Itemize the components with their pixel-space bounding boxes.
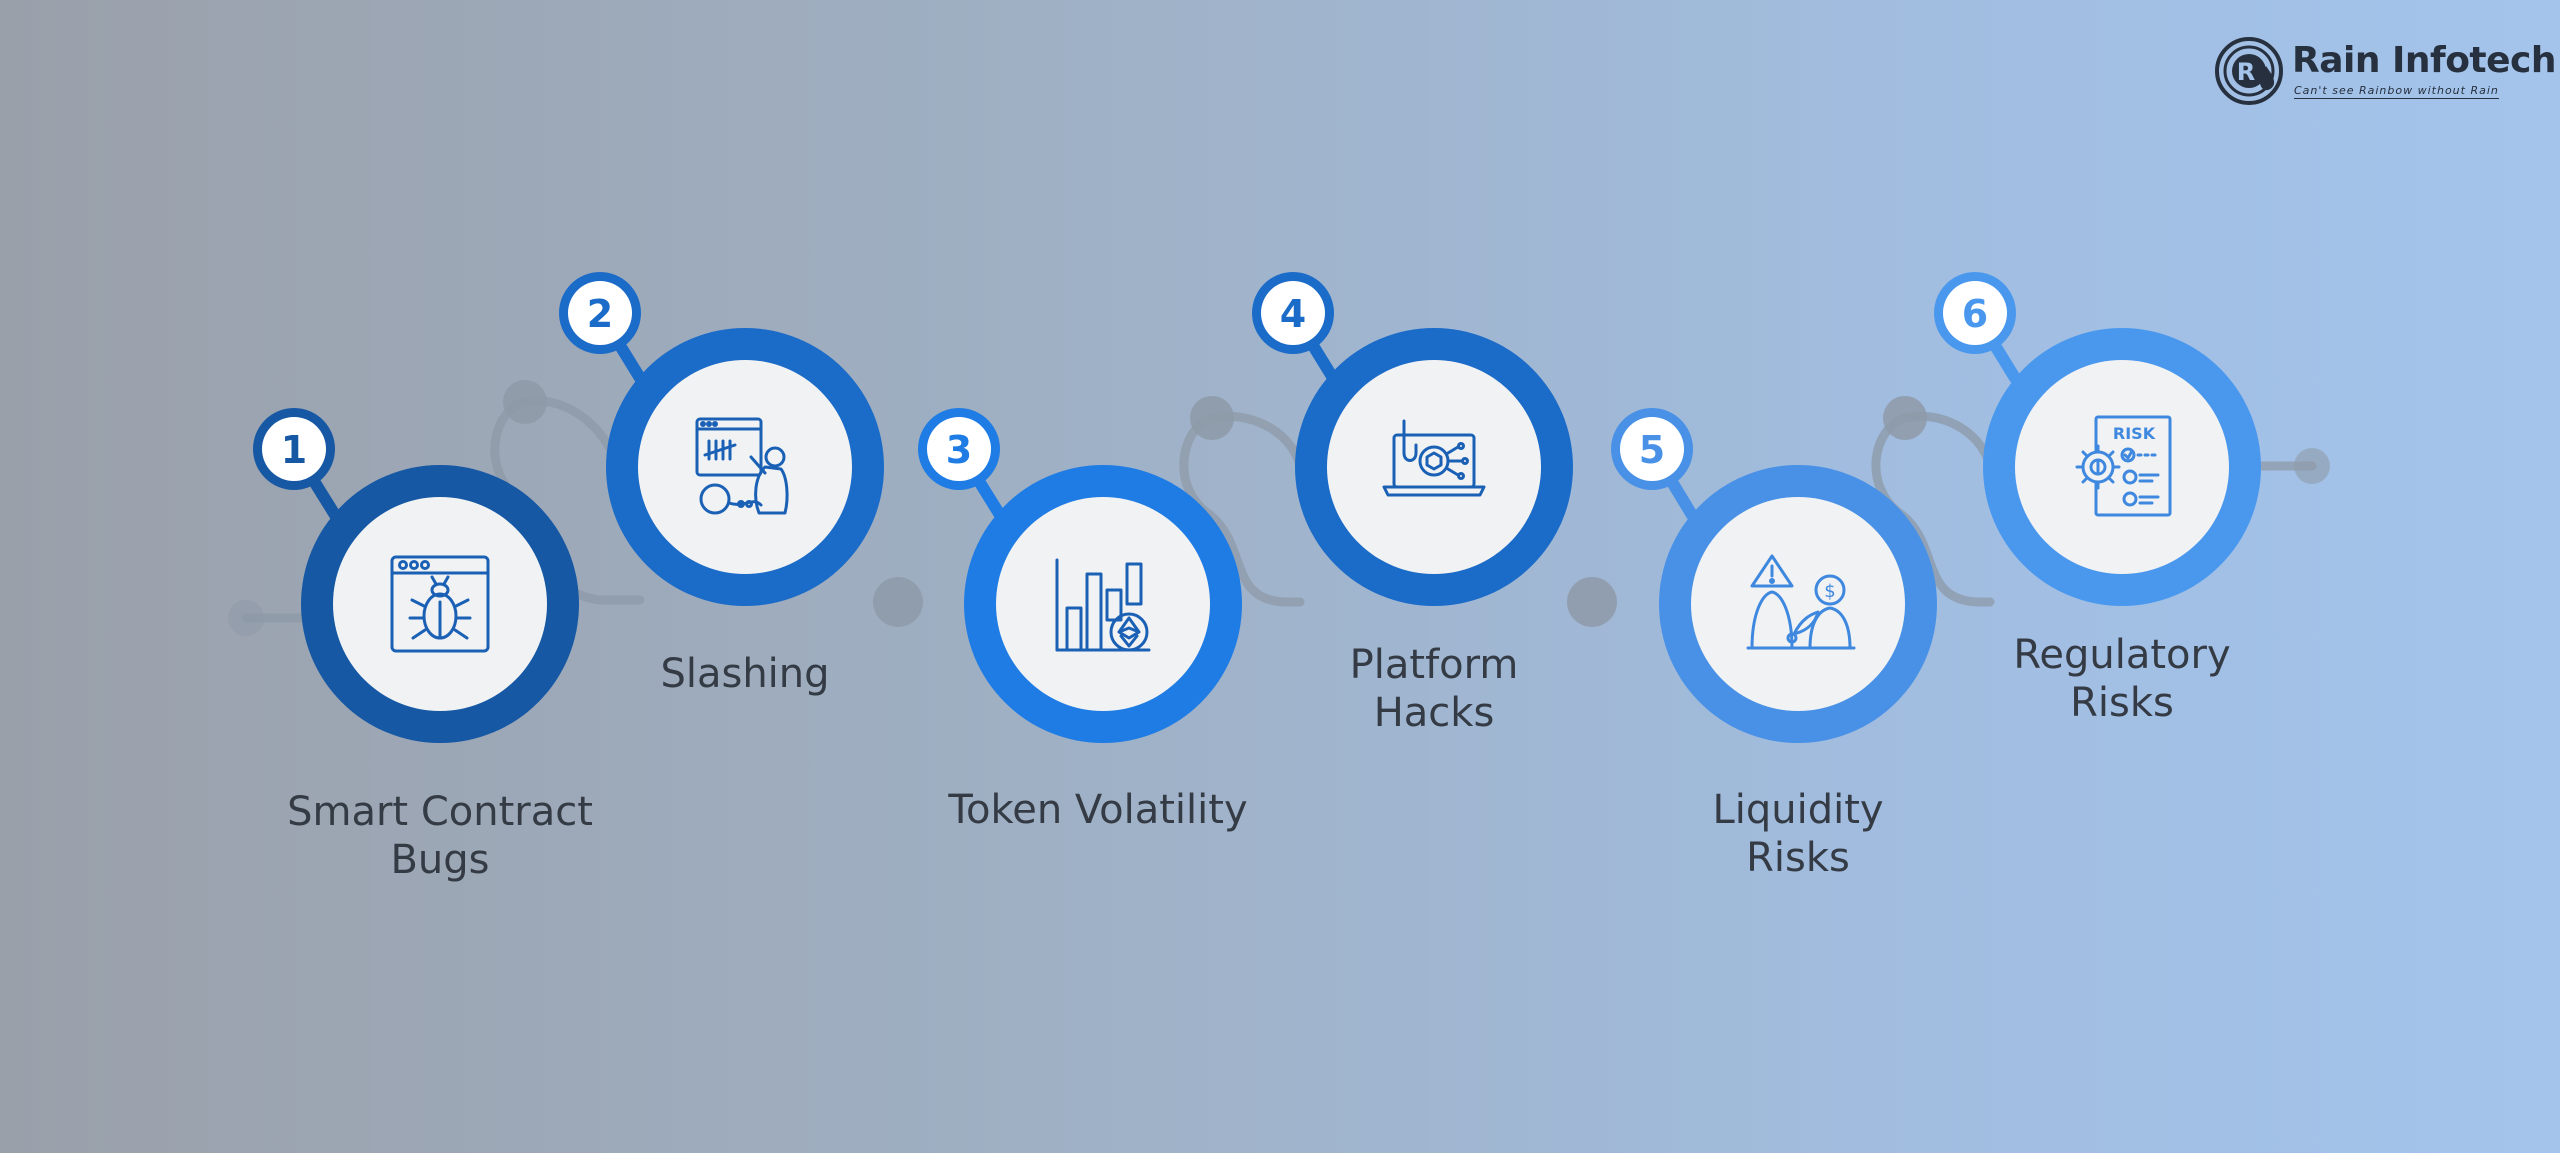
step-2-label: Slashing bbox=[660, 651, 830, 697]
step-number: 4 bbox=[1280, 292, 1306, 336]
step-1: 1 bbox=[253, 408, 579, 743]
bug-browser-icon bbox=[390, 555, 490, 653]
brand-name: Rain Infotech bbox=[2292, 40, 2557, 81]
step-3-label: Token Volatility bbox=[948, 787, 1248, 833]
step-6: 6 RISK bbox=[1934, 272, 2261, 606]
svg-text:RISK: RISK bbox=[2113, 424, 2156, 443]
connector-dots bbox=[228, 380, 2330, 636]
brand-logo: R Rain Infotech Can't see Rainbow withou… bbox=[2214, 34, 2557, 110]
ethereum-bar-chart-icon bbox=[1055, 558, 1151, 652]
step-4: 4 bbox=[1252, 272, 1573, 606]
step-number: 5 bbox=[1639, 428, 1665, 472]
hacked-laptop-icon bbox=[1382, 419, 1486, 497]
step-5-label: Liquidity Risks bbox=[1712, 787, 1884, 881]
risk-report-icon: RISK bbox=[2075, 415, 2172, 517]
step-3: 3 bbox=[918, 408, 1242, 743]
brand-tagline: Can't see Rainbow without Rain bbox=[2294, 84, 2499, 99]
svg-text:$: $ bbox=[1824, 581, 1835, 602]
step-number: 6 bbox=[1962, 292, 1988, 336]
step-1-label: Smart Contract Bugs bbox=[287, 789, 593, 883]
step-2: 2 bbox=[559, 272, 884, 606]
step-number: 1 bbox=[281, 428, 307, 472]
step-6-label: Regulatory Risks bbox=[2013, 632, 2231, 726]
svg-text:R: R bbox=[2237, 58, 2255, 86]
step-5: 5 $ bbox=[1611, 408, 1937, 743]
step-number: 3 bbox=[946, 428, 972, 472]
rain-drop-logo-icon: R bbox=[2215, 37, 2283, 105]
step-4-label: Platform Hacks bbox=[1349, 642, 1519, 736]
liquidity-warning-icon: $ bbox=[1746, 554, 1856, 650]
step-number: 2 bbox=[587, 292, 613, 336]
penalty-ball-chain-icon bbox=[695, 417, 789, 515]
